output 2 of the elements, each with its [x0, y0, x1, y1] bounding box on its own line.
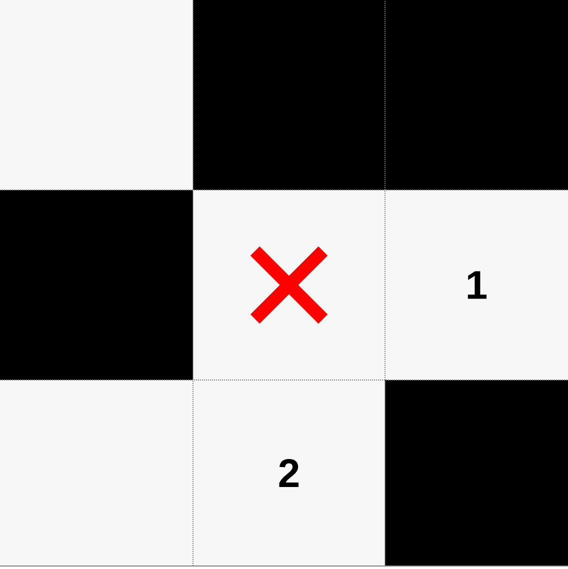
cell-number: 1	[468, 271, 486, 299]
cell-number: 2	[279, 459, 299, 487]
